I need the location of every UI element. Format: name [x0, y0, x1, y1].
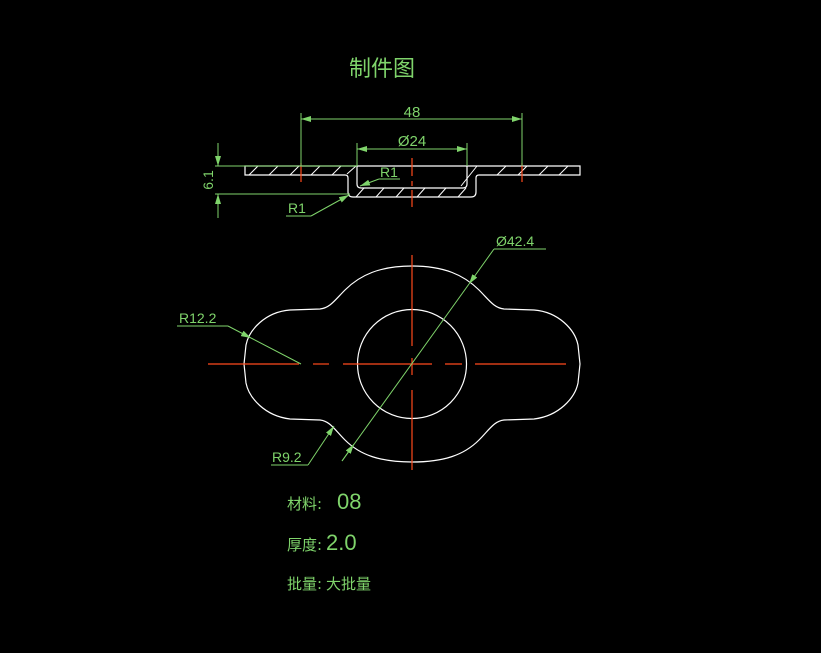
dim-inner-diameter-label: Ø24 [398, 133, 426, 150]
dim-r1-outer [286, 194, 350, 217]
dim-radius-inner-label: R1 [380, 164, 398, 180]
drawing-title: 制件图 [349, 57, 415, 82]
dim-r1-inner [359, 178, 400, 187]
plan-view: Ø42.4 R12.2 R9.2 [177, 233, 581, 470]
batch-label: 批量: [287, 575, 322, 593]
dim-lobe-radius-label: R12.2 [179, 310, 217, 326]
dim-r12-2 [177, 325, 302, 365]
material-value: 08 [337, 489, 361, 514]
thickness-label: 厚度: [287, 536, 322, 554]
dim-48 [300, 113, 523, 166]
dim-overall-width-label: 48 [404, 104, 421, 121]
batch-value: 大批量 [326, 575, 371, 593]
dim-r9-2 [271, 425, 335, 466]
dim-diameter-24 [356, 143, 468, 166]
material-label: 材料: [287, 495, 322, 513]
section-view: 48 Ø24 6.1 R1 R1 [200, 104, 581, 218]
dim-fillet-radius-label: R9.2 [272, 449, 302, 465]
dim-diameter-42-4 [341, 248, 546, 462]
drawing-notes: 材料: 08 厚度: 2.0 批量: 大批量 [287, 489, 371, 593]
dim-height [215, 143, 357, 218]
section-centerlines [300, 158, 523, 207]
thickness-value: 2.0 [326, 530, 357, 555]
dim-radius-outer-label: R1 [288, 200, 306, 216]
section-outline [244, 165, 581, 198]
plan-centerlines [208, 255, 566, 470]
dim-outer-diameter-label: Ø42.4 [496, 233, 534, 249]
dim-height-label: 6.1 [200, 170, 216, 190]
section-hatch [248, 165, 569, 198]
